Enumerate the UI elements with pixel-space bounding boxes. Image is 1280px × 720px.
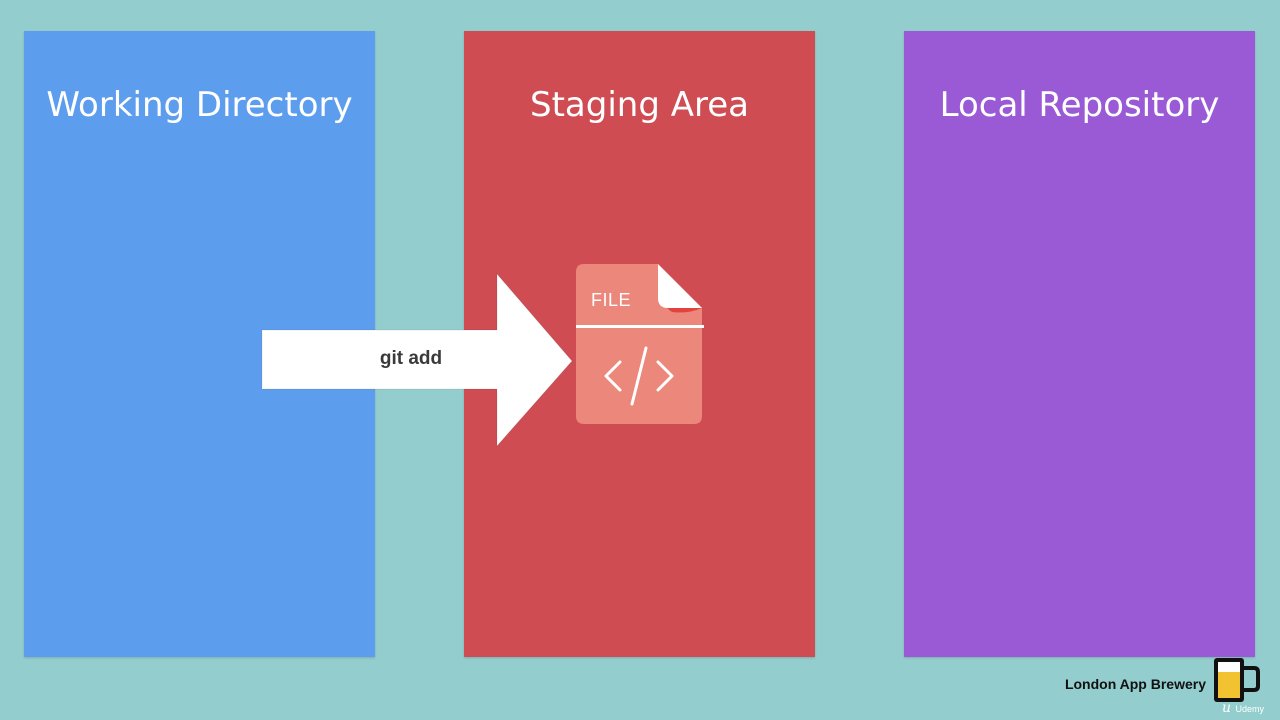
working-directory-title: Working Directory [46, 85, 353, 125]
file-code-icon [576, 264, 704, 424]
file-fold [658, 264, 702, 308]
svg-text:u: u [1222, 700, 1231, 714]
brand-name: London App Brewery [1064, 676, 1206, 692]
beer-mug-logo-icon: u Udemy [1212, 654, 1264, 716]
git-add-label: git add [379, 348, 443, 369]
arrow-shape [261, 272, 573, 448]
local-repository-panel: Local Repository [904, 31, 1255, 657]
brand-sub: Udemy [1235, 704, 1264, 714]
file-divider [576, 325, 704, 328]
local-repository-title: Local Repository [939, 85, 1220, 125]
code-bracket-left [604, 360, 622, 392]
code-slash [630, 346, 648, 406]
brand-watermark: London App Brewery u Udemy [1064, 654, 1264, 716]
staging-area-title: Staging Area [530, 85, 749, 125]
file-label: FILE [591, 290, 632, 310]
code-bracket-right [656, 360, 674, 392]
git-add-arrow [261, 272, 573, 448]
